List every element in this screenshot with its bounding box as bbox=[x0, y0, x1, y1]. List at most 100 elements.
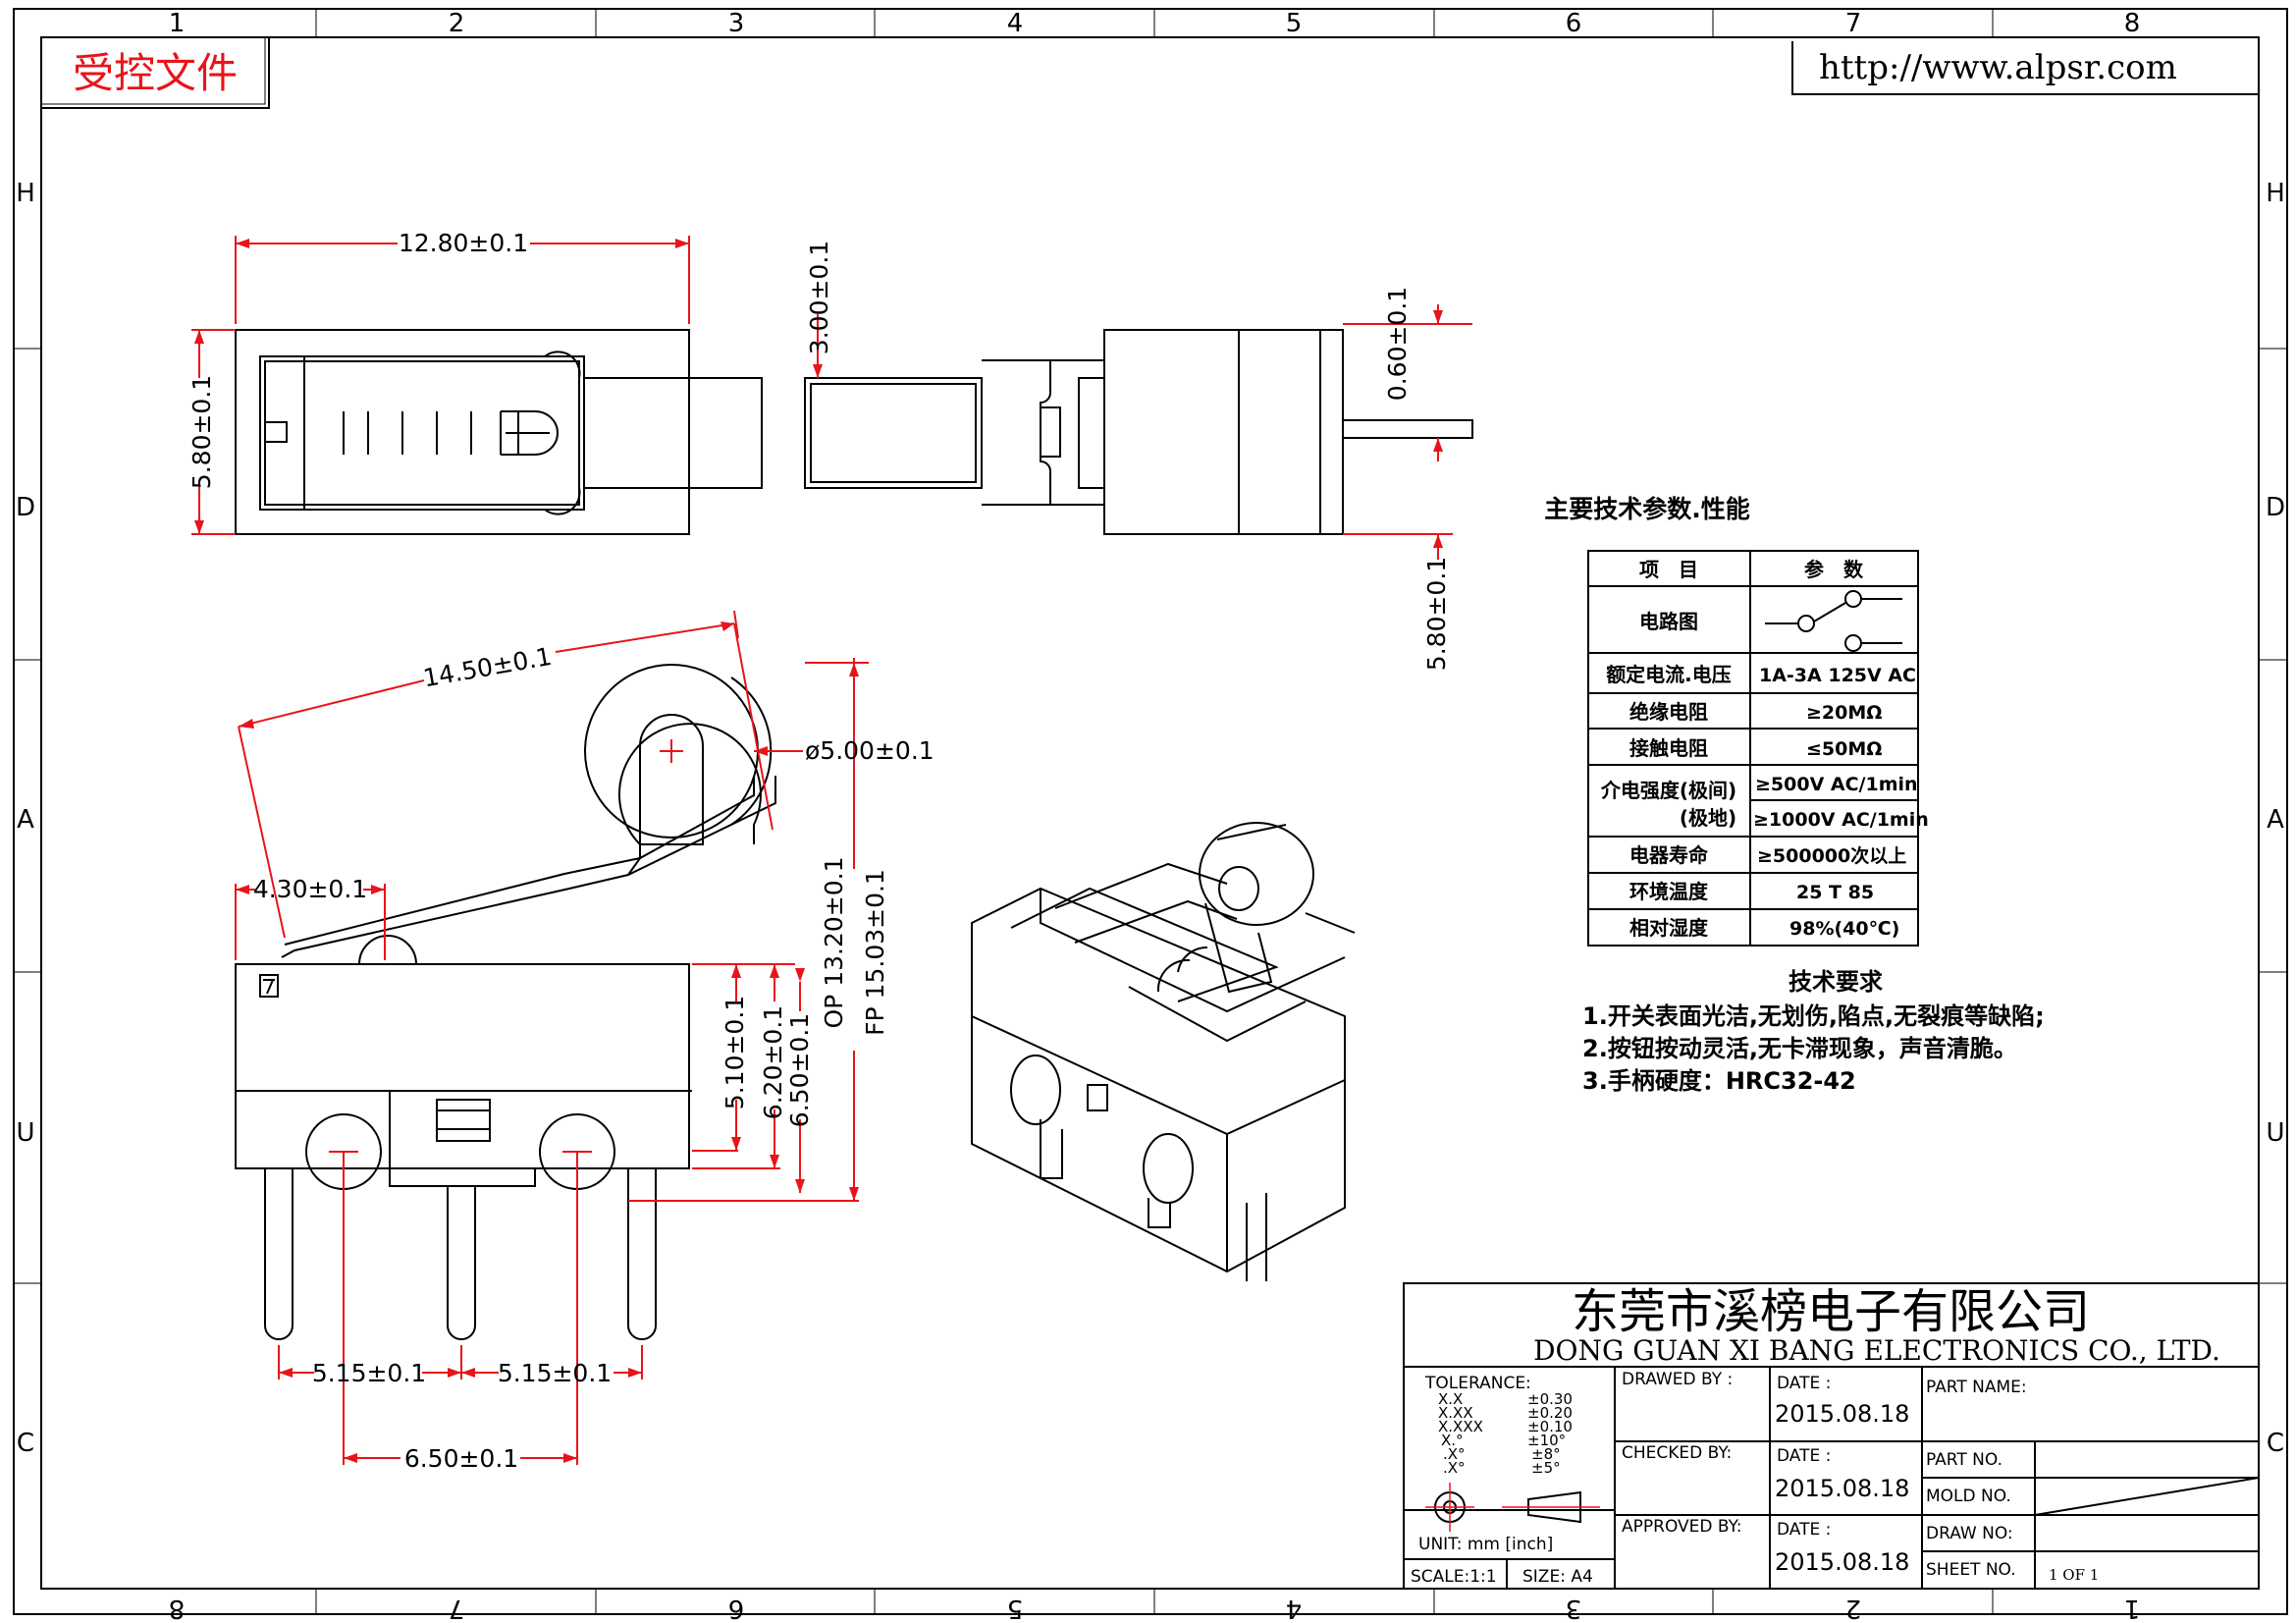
sheet-no-label: SHEET NO. bbox=[1926, 1560, 2016, 1580]
dim-6-20: 6.20±0.1 bbox=[759, 1005, 787, 1119]
dim-lever-length: 14.50±0.1 bbox=[421, 642, 554, 693]
unit-label: UNIT: mm [inch] bbox=[1418, 1535, 1553, 1554]
spec-value-insulation: ≥20MΩ bbox=[1806, 702, 1882, 724]
spec-item-dielectric-earth: (极地) bbox=[1680, 806, 1736, 830]
spec-item-circuit: 电路图 bbox=[1639, 610, 1698, 633]
dim-side-height: 3.00±0.1 bbox=[805, 241, 833, 354]
dim-pitch-right: 5.15±0.1 bbox=[498, 1359, 612, 1387]
requirement-3: 3.手柄硬度：HRC32-42 bbox=[1582, 1067, 1856, 1095]
tol-val-4: ±10° bbox=[1527, 1432, 1566, 1449]
dim-end-height: 5.80±0.1 bbox=[1422, 557, 1451, 671]
spec-header-item: 项 目 bbox=[1639, 558, 1698, 581]
date-checked: 2015.08.18 bbox=[1775, 1475, 1909, 1502]
spec-item-life: 电器寿命 bbox=[1629, 843, 1709, 867]
title-block: 东莞市溪榜电子有限公司 DONG GUAN XI BANG ELECTRONIC… bbox=[1403, 1282, 2260, 1590]
spec-value-dielectric-earth: ≥1000V AC/1min bbox=[1753, 809, 1929, 831]
spec-title: 主要技术参数.性能 bbox=[1544, 495, 1750, 523]
tol-val-6: ±5° bbox=[1531, 1459, 1561, 1477]
date-approved: 2015.08.18 bbox=[1775, 1548, 1909, 1576]
company-name-cn: 东莞市溪榜电子有限公司 bbox=[1572, 1284, 2090, 1339]
zone-top-4: 4 bbox=[1007, 9, 1024, 38]
spec-item-insulation: 绝缘电阻 bbox=[1629, 700, 1708, 724]
spec-value-dielectric: ≥500V AC/1min bbox=[1755, 774, 1918, 795]
part-name-label: PART NAME: bbox=[1926, 1378, 2027, 1397]
tol-val-5: ±8° bbox=[1531, 1445, 1561, 1463]
dim-roller-dia: ø5.00±0.1 bbox=[805, 736, 934, 765]
spec-value-humidity: 98%(40℃) bbox=[1789, 918, 1899, 940]
tol-key-3: X.XXX bbox=[1438, 1418, 1483, 1435]
zone-bottom-3: 3 bbox=[1566, 1594, 1582, 1623]
dim-pitch-left: 5.15±0.1 bbox=[312, 1359, 426, 1387]
date-drawn: 2015.08.18 bbox=[1775, 1400, 1909, 1428]
zone-top-2: 2 bbox=[449, 9, 465, 38]
scale-label: SCALE:1:1 bbox=[1411, 1567, 1497, 1587]
spec-value-rating: 1A-3A 125V AC bbox=[1759, 665, 1916, 686]
spec-item-dielectric: 介电强度(极间) bbox=[1600, 779, 1736, 802]
zone-bottom-8: 8 bbox=[169, 1594, 186, 1623]
tech-requirements: 技术要求 1.开关表面光洁,无划伤,陷点,无裂痕等缺陷; 2.按钮按动灵活,无卡… bbox=[1582, 968, 2045, 1095]
zone-top-8: 8 bbox=[2124, 9, 2141, 38]
requirements-title: 技术要求 bbox=[1789, 968, 1883, 996]
dimension-texts: 12.80±0.1 5.80±0.1 3.00±0.1 0.60±0.1 5.8… bbox=[187, 229, 1451, 1473]
part-no-label: PART NO. bbox=[1926, 1450, 2002, 1470]
zone-left-d: D bbox=[16, 493, 35, 522]
zone-bottom-7: 7 bbox=[449, 1594, 465, 1623]
tolerance-label: TOLERANCE: bbox=[1424, 1374, 1531, 1393]
date-label-approved: DATE : bbox=[1777, 1520, 1831, 1540]
tol-key-1: X.X bbox=[1438, 1390, 1463, 1408]
end-view bbox=[1078, 329, 1473, 535]
front-view bbox=[235, 664, 776, 1340]
zone-bottom-2: 2 bbox=[1845, 1594, 1862, 1623]
dim-fp: FP 15.03±0.1 bbox=[861, 869, 889, 1036]
isometric-view bbox=[971, 822, 1356, 1281]
side-view bbox=[804, 359, 1104, 506]
zone-top-7: 7 bbox=[1845, 9, 1862, 38]
approved-by-label: APPROVED BY: bbox=[1622, 1517, 1741, 1537]
zone-left-h: H bbox=[16, 179, 35, 208]
draw-no-label: DRAW NO: bbox=[1926, 1524, 2013, 1543]
date-label-drawn: DATE : bbox=[1777, 1374, 1831, 1393]
tol-key-2: X.XX bbox=[1438, 1404, 1473, 1422]
zone-bottom-5: 5 bbox=[1007, 1594, 1024, 1623]
spec-header-param: 参 数 bbox=[1804, 558, 1864, 581]
controlled-document-stamp: 受控文件 bbox=[40, 36, 270, 109]
website-box: http://www.alpsr.com bbox=[1791, 41, 2258, 95]
dimension-arrows bbox=[194, 239, 1443, 1463]
tol-val-1: ±0.30 bbox=[1527, 1390, 1573, 1408]
website-url: http://www.alpsr.com bbox=[1819, 48, 2177, 87]
zone-top-6: 6 bbox=[1566, 9, 1582, 38]
spec-value-temp: 25 T 85 bbox=[1796, 882, 1874, 903]
frame bbox=[13, 8, 2288, 1615]
circuit-symbol bbox=[1765, 590, 1902, 652]
dim-top-width: 12.80±0.1 bbox=[399, 229, 528, 257]
projection-symbol-icon bbox=[1425, 1483, 1600, 1532]
dimension-lines bbox=[191, 236, 1472, 1465]
requirement-1: 1.开关表面光洁,无划伤,陷点,无裂痕等缺陷; bbox=[1582, 1002, 2045, 1030]
company-name-en: DONG GUAN XI BANG ELECTRONICS CO., LTD. bbox=[1533, 1334, 2220, 1367]
zone-left-u: U bbox=[16, 1118, 34, 1148]
zone-left-c: C bbox=[17, 1429, 34, 1458]
zone-left-a: A bbox=[17, 805, 34, 835]
requirement-2: 2.按钮按动灵活,无卡滞现象，声音清脆。 bbox=[1582, 1035, 2017, 1062]
dim-pin-thickness: 0.60±0.1 bbox=[1383, 287, 1412, 401]
dim-op: OP 13.20±0.1 bbox=[820, 857, 848, 1029]
zone-bottom-6: 6 bbox=[728, 1594, 745, 1623]
spec-item-contact: 接触电阻 bbox=[1629, 736, 1708, 760]
zone-bottom-1: 1 bbox=[2124, 1594, 2141, 1623]
tol-val-3: ±0.10 bbox=[1527, 1418, 1573, 1435]
top-view bbox=[235, 329, 763, 535]
mold-no-label: MOLD NO. bbox=[1926, 1487, 2011, 1506]
zone-right-u: U bbox=[2266, 1118, 2284, 1148]
tol-val-2: ±0.20 bbox=[1527, 1404, 1573, 1422]
zone-top-1: 1 bbox=[169, 9, 186, 38]
zone-top-5: 5 bbox=[1286, 9, 1303, 38]
dim-pitch-total: 6.50±0.1 bbox=[404, 1444, 518, 1473]
zone-right-c: C bbox=[2267, 1429, 2284, 1458]
zone-bottom-4: 4 bbox=[1286, 1594, 1303, 1623]
zone-labels: 1 2 3 4 5 6 7 8 8 7 6 5 4 3 2 1 H D A U … bbox=[16, 9, 2285, 1623]
spec-table: 主要技术参数.性能 项 目 参 数 电路图 额定电流.电压 绝缘电阻 接触电阻 … bbox=[1544, 495, 1929, 947]
dim-top-height: 5.80±0.1 bbox=[187, 375, 216, 489]
tol-key-4: X.° bbox=[1441, 1432, 1464, 1449]
spec-value-life: ≥500000次以上 bbox=[1757, 844, 1906, 867]
